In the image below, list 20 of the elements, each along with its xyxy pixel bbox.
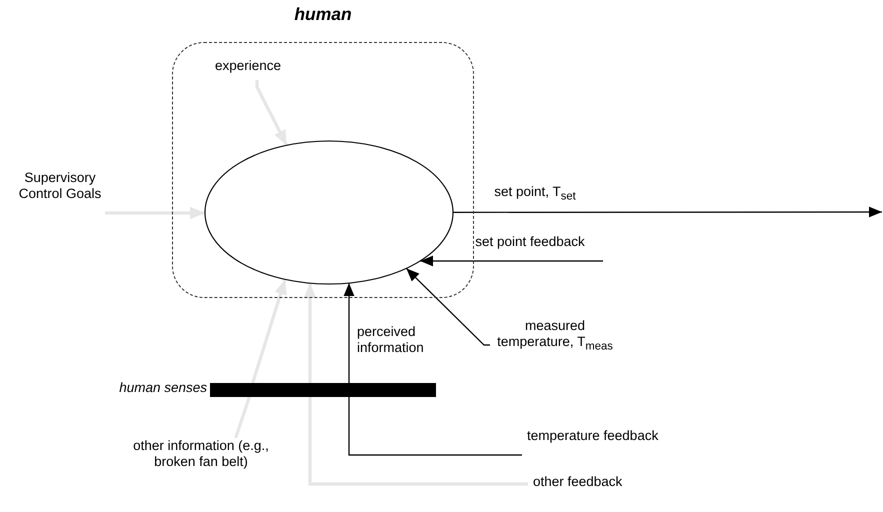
arrow [420, 256, 603, 266]
group-heading: human [293, 4, 353, 25]
arrow [105, 206, 205, 220]
edge-label: set point, T$_{set}$ [493, 184, 577, 204]
arrow [304, 283, 316, 383]
text-label: Supervisory Control Goals [15, 170, 105, 238]
text-label: other information (e.g., broken fan belt) [132, 438, 270, 508]
arrow [255, 80, 288, 146]
arrow [344, 283, 354, 383]
text-label: other feedback [528, 474, 668, 498]
bar-caption: human senses [118, 380, 207, 396]
arrow [251, 278, 287, 384]
text-label: temperature feedback [522, 428, 702, 462]
text-label: measured temperature, T$_{meas}$ [490, 318, 620, 362]
sensor-bar [210, 383, 436, 397]
edge-label: set point feedback [474, 234, 586, 250]
arrow [406, 268, 490, 346]
edge-label: perceived information [357, 324, 425, 356]
arrow [453, 206, 882, 218]
text-label: experience [210, 58, 290, 80]
